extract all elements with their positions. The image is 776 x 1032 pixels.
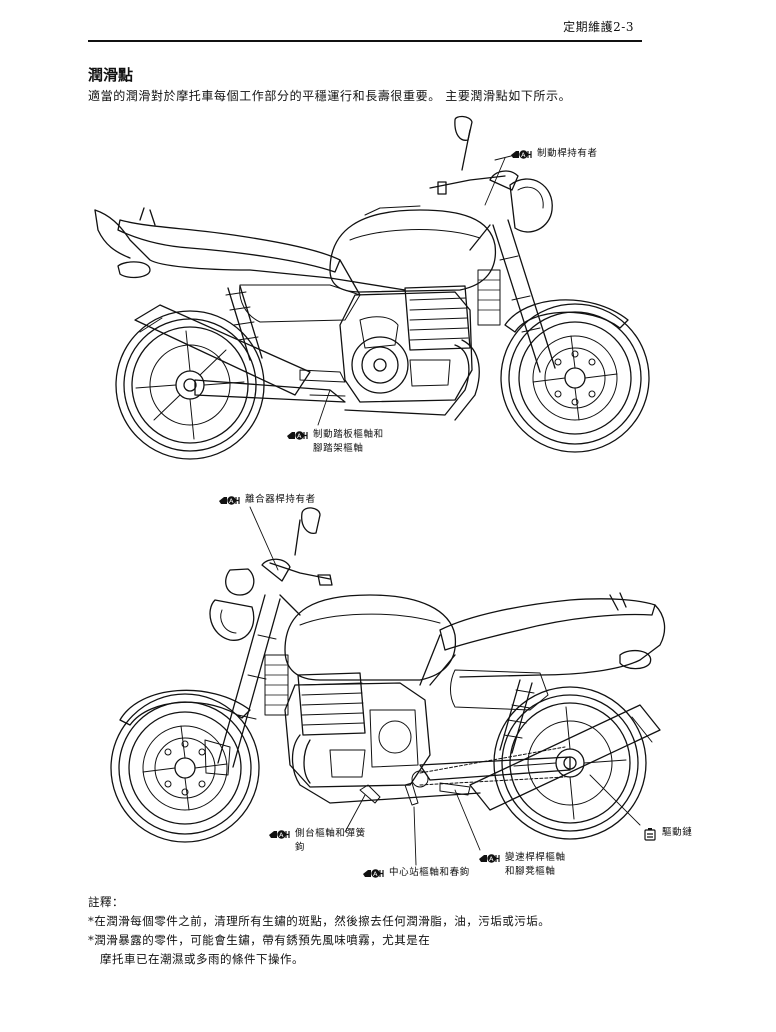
- svg-text:A: A: [373, 870, 378, 878]
- engine-block: [339, 285, 473, 403]
- callout-label-line-1: 側台樞軸和彈簧: [295, 828, 366, 839]
- callout-label: 離合器桿持有者: [245, 494, 316, 505]
- callout-label-line-1: 變速桿桿樞軸: [505, 852, 566, 863]
- callout-center-stand-pivot: A 中心站樞軸和春鉤: [362, 866, 470, 884]
- engine-block: [284, 672, 431, 788]
- header-rule: [88, 40, 642, 42]
- grease-icon: A: [510, 148, 532, 165]
- grease-icon: A: [268, 828, 290, 845]
- callout-brake-pedal-pivot: A 制動踏板樞軸和 腳踏架樞軸: [286, 428, 384, 456]
- svg-text:A: A: [297, 432, 302, 440]
- svg-text:A: A: [489, 855, 494, 863]
- callout-clutch-lever-holder: A 離合器桿持有者: [218, 493, 316, 511]
- motorcycle-right-side-drawing: [94, 115, 650, 460]
- grease-icon: A: [218, 494, 240, 511]
- callout-label: 中心站樞軸和春鉤: [389, 867, 470, 878]
- grease-icon: A: [478, 852, 500, 869]
- grease-icon: A: [362, 867, 384, 884]
- chain-lube-icon: [643, 827, 657, 846]
- front-wheel: [500, 303, 650, 453]
- section-title: 潤滑點: [88, 66, 134, 84]
- callout-label: 制動桿持有者: [537, 148, 598, 159]
- svg-text:A: A: [521, 151, 526, 159]
- note-line: *潤滑暴露的零件，可能會生鏽，帶有銹預先風味噴霧，尤其是在: [88, 933, 431, 947]
- notes-section: 註釋： *在潤滑每個零件之前，清理所有生鏽的斑點，然後擦去任何潤滑脂，油，污垢或…: [88, 893, 550, 969]
- notes-heading: 註釋：: [88, 895, 124, 909]
- callout-label-line-2: 和腳凳樞軸: [505, 866, 556, 877]
- front-wheel: [110, 693, 260, 843]
- callout-side-stand-pivot: A 側台樞軸和彈簧 鉤: [268, 827, 366, 855]
- motorcycle-left-side-figure: A 離合器桿持有者 A 側台樞軸和彈簧 鉤 A 中心站樞軸和春鉤: [0, 485, 776, 885]
- callout-drive-chain: 驅動鏈: [643, 826, 692, 846]
- callout-brake-lever-holder: A 制動桿持有者: [510, 147, 598, 165]
- note-line: 摩托車已在潮濕或多雨的條件下操作。: [100, 952, 304, 966]
- motorcycle-right-side-figure: A 制動桿持有者 A 制動踏板樞軸和 腳踏架樞軸: [0, 110, 776, 480]
- callout-label-line-2: 腳踏架樞軸: [313, 443, 364, 454]
- page-section-ref: 定期維護2-3: [563, 20, 634, 34]
- svg-text:A: A: [279, 831, 284, 839]
- callout-label: 驅動鏈: [662, 827, 693, 838]
- rear-wheel: [493, 686, 647, 840]
- motorcycle-left-side-drawing: [110, 506, 666, 866]
- note-line: *在潤滑每個零件之前，清理所有生鏽的斑點，然後擦去任何潤滑脂，油，污垢或污垢。: [88, 914, 551, 928]
- grease-icon: A: [286, 429, 308, 446]
- callout-gearshift-lever-pivot: A 變速桿桿樞軸 和腳凳樞軸: [478, 851, 566, 879]
- svg-text:A: A: [229, 497, 234, 505]
- callout-label-line-1: 制動踏板樞軸和: [313, 429, 384, 440]
- intro-paragraph: 適當的潤滑對於摩托車每個工作部分的平穩運行和長壽很重要。 主要潤滑點如下所示。: [88, 89, 572, 103]
- callout-label-line-2: 鉤: [295, 842, 306, 853]
